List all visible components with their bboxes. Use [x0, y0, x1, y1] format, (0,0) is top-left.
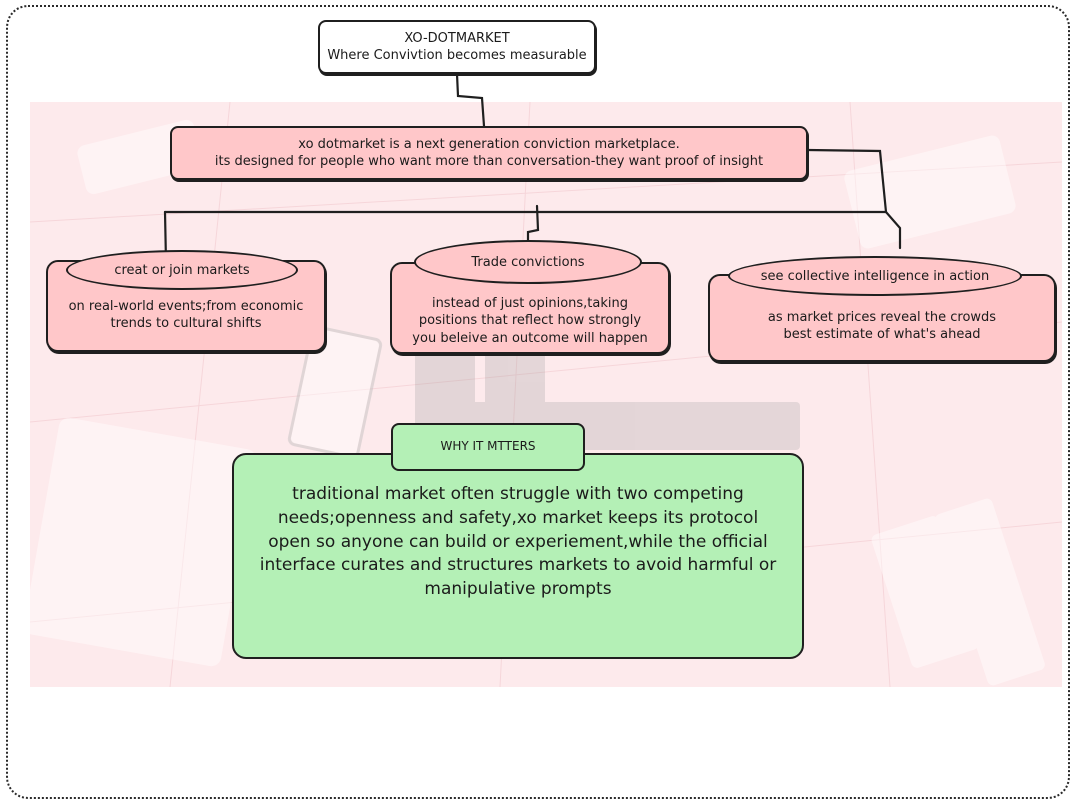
feature-description: as market prices reveal the crowds best …: [767, 309, 997, 342]
why-body-node: traditional market often struggle with t…: [232, 453, 804, 659]
feature-label-trade-convictions: Trade convictions: [414, 240, 642, 284]
feature-label-create-markets: creat or join markets: [66, 250, 298, 290]
title-node: XO-DOTMARKET Where Convivtion becomes me…: [318, 20, 596, 74]
intro-line-1: xo dotmarket is a next generation convic…: [298, 136, 680, 152]
title-tagline: Where Convivtion becomes measurable: [327, 48, 587, 63]
intro-line-2: its designed for people who want more th…: [214, 154, 764, 169]
canvas-frame: [6, 5, 1070, 799]
feature-label-collective-intelligence: see collective intelligence in action: [728, 256, 1022, 296]
why-heading: WHY IT MTTERS: [440, 439, 536, 454]
why-heading-node: WHY IT MTTERS: [391, 423, 585, 471]
feature-description: on real-world events;from economic trend…: [68, 298, 304, 331]
title-heading: XO-DOTMARKET: [404, 30, 510, 46]
intro-node: xo dotmarket is a next generation convic…: [170, 126, 808, 180]
feature-description: instead of just opinions,taking position…: [412, 296, 648, 346]
why-body-text: traditional market often struggle with t…: [259, 484, 777, 600]
